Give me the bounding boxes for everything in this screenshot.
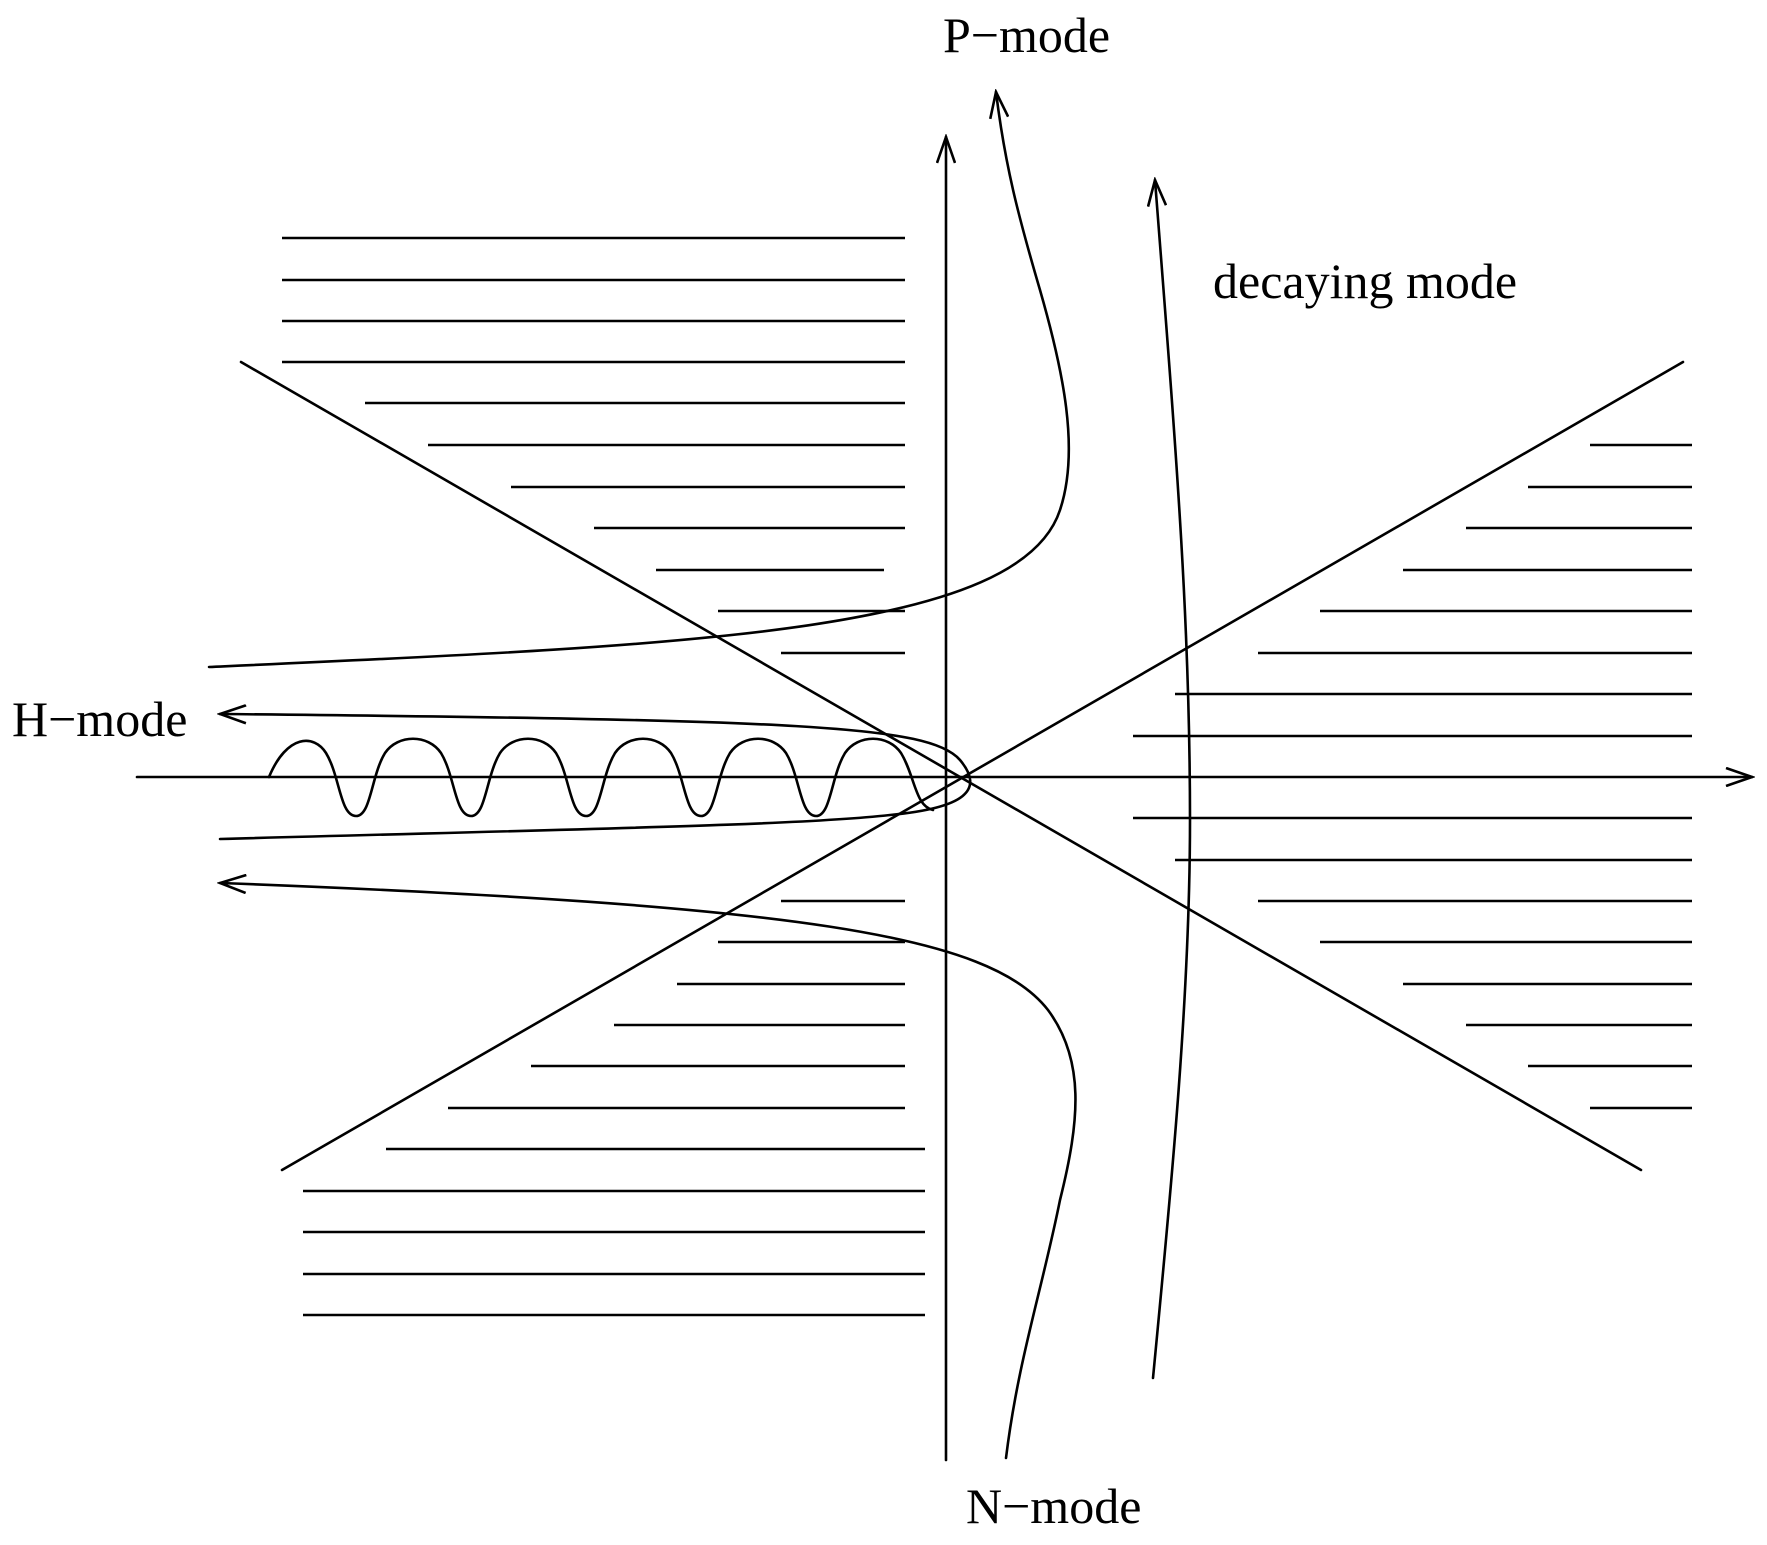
diagonal-line-ascending — [280, 360, 1685, 1172]
diagonal-line-descending — [239, 360, 1643, 1172]
h-mode-label: H−mode — [12, 691, 187, 747]
p-mode-label: P−mode — [943, 7, 1110, 63]
p-mode-curve — [207, 92, 1071, 669]
oscillating-wave — [267, 737, 935, 818]
decaying-mode-curve — [1153, 180, 1192, 1380]
hatch-upper-left — [282, 236, 905, 655]
hatch-lower-left — [303, 899, 925, 1317]
n-mode-curve — [220, 883, 1077, 1460]
decaying-mode-label: decaying mode — [1213, 253, 1517, 309]
n-mode-label: N−mode — [966, 1478, 1141, 1534]
hatch-right — [1133, 443, 1692, 1110]
h-mode-loop — [220, 714, 972, 841]
